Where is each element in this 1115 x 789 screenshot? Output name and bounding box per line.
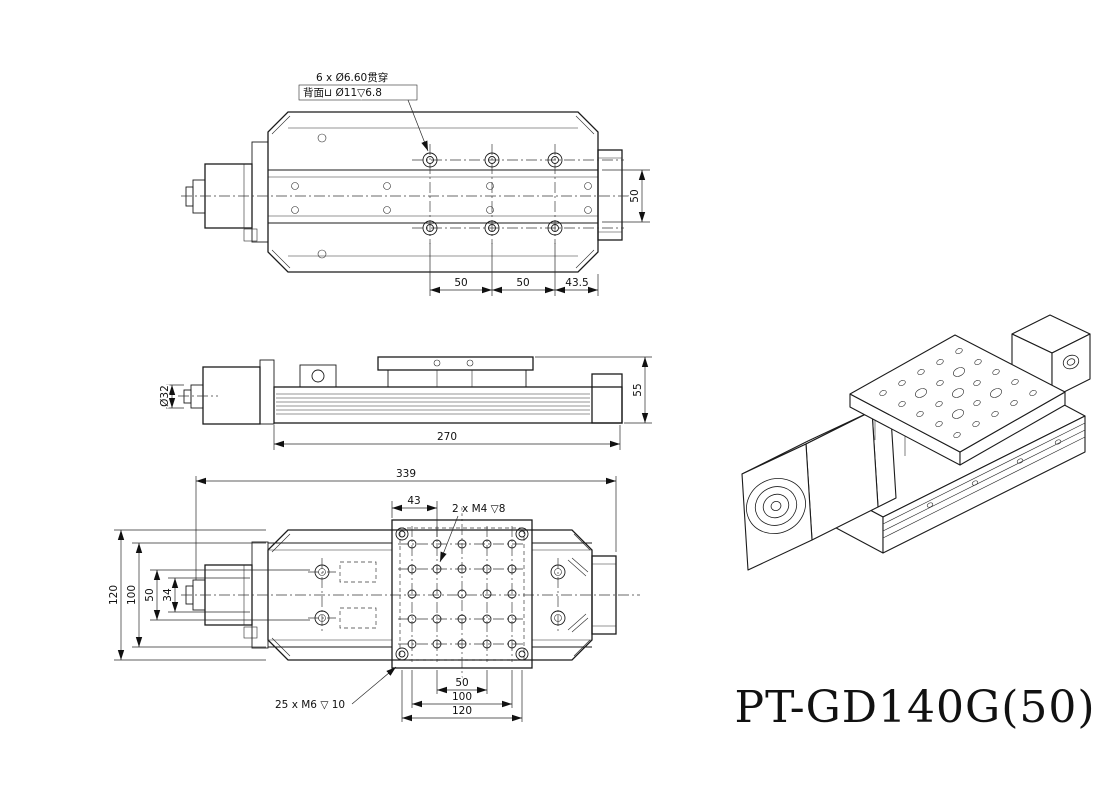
moving-table <box>391 519 533 669</box>
dim-pitches-bottom: 50 100 120 <box>401 670 523 722</box>
end-block-top <box>597 149 623 241</box>
dim-top-hole-pitch: 50 50 43.5 <box>429 243 599 296</box>
carriage-side <box>377 356 534 388</box>
isometric-view <box>741 314 1091 571</box>
bottom-view: 339 43 2 x M4 ▽8 120 100 50 <box>107 467 640 722</box>
bearing-left <box>308 558 377 632</box>
dim-shaft-dia: Ø32 <box>158 384 184 409</box>
dim-top-rail-span: 50 <box>602 169 650 223</box>
part-number-title: PT-GD140G(50) <box>734 682 1095 733</box>
dim-total-length: 339 <box>195 467 617 580</box>
top-plate-outline <box>267 111 599 273</box>
iso-side-holes <box>926 439 1062 508</box>
end-block-side <box>591 373 623 424</box>
dim-label-w100: 100 <box>126 585 138 605</box>
dim-label-top-50v: 50 <box>629 189 641 202</box>
base-side <box>273 386 623 424</box>
dim-label-top-pitch1: 50 <box>454 277 467 289</box>
dim-label-w120: 120 <box>108 585 120 605</box>
bearing-right <box>550 557 589 633</box>
callout-base-m6: 25 x M6 ▽ 10 <box>275 699 345 711</box>
motor-top <box>185 141 269 243</box>
callout-table-m4: 2 x M4 ▽8 <box>452 503 505 515</box>
callout-top-holes-line1: 6 x Ø6.60贯穿 <box>316 71 388 84</box>
end-block-bottom <box>591 555 617 635</box>
top-holes-callout: 6 x Ø6.60贯穿 背面⊔ Ø11▽6.8 <box>298 70 429 152</box>
dim-label-p120: 120 <box>452 705 472 717</box>
screw-lines <box>276 393 590 415</box>
dim-label-height: 55 <box>632 383 644 396</box>
dim-body-length: 270 <box>273 425 621 450</box>
m6-hole-grid <box>407 539 517 649</box>
dim-label-top-end: 43.5 <box>565 277 588 289</box>
through-holes <box>422 152 563 236</box>
iso-base-front <box>882 415 1086 554</box>
dim-label-edge: 43 <box>407 495 420 507</box>
dim-widths-left: 120 100 50 34 <box>107 529 310 661</box>
dim-edge-hole: 43 2 x M4 ▽8 <box>391 494 507 563</box>
iso-motor-shaft <box>770 501 782 511</box>
base-m6-callout: 25 x M6 ▽ 10 <box>274 666 397 712</box>
table-corner-screws <box>395 527 529 661</box>
top-view: 6 x Ø6.60贯穿 背面⊔ Ø11▽6.8 50 50 50 43.5 <box>181 70 650 296</box>
callout-top-holes-line2: 背面⊔ Ø11▽6.8 <box>303 86 382 99</box>
iso-plate-holes <box>879 348 1037 438</box>
dim-label-w50: 50 <box>144 588 156 601</box>
side-view: Ø32 270 55 <box>158 356 652 450</box>
motor-side <box>178 359 275 425</box>
rail-screws <box>291 133 592 259</box>
dim-label-p100: 100 <box>452 691 472 703</box>
dim-label-top-pitch2: 50 <box>516 277 529 289</box>
dim-label-length: 270 <box>437 431 457 443</box>
dim-label-p50: 50 <box>455 677 468 689</box>
dim-label-total: 339 <box>396 468 416 480</box>
iso-top-plate <box>849 334 1066 466</box>
dim-height: 55 <box>535 356 652 424</box>
dim-label-shaft-dia: Ø32 <box>159 385 171 407</box>
iso-rail-lines <box>882 422 1086 539</box>
dim-label-w34: 34 <box>162 588 174 602</box>
